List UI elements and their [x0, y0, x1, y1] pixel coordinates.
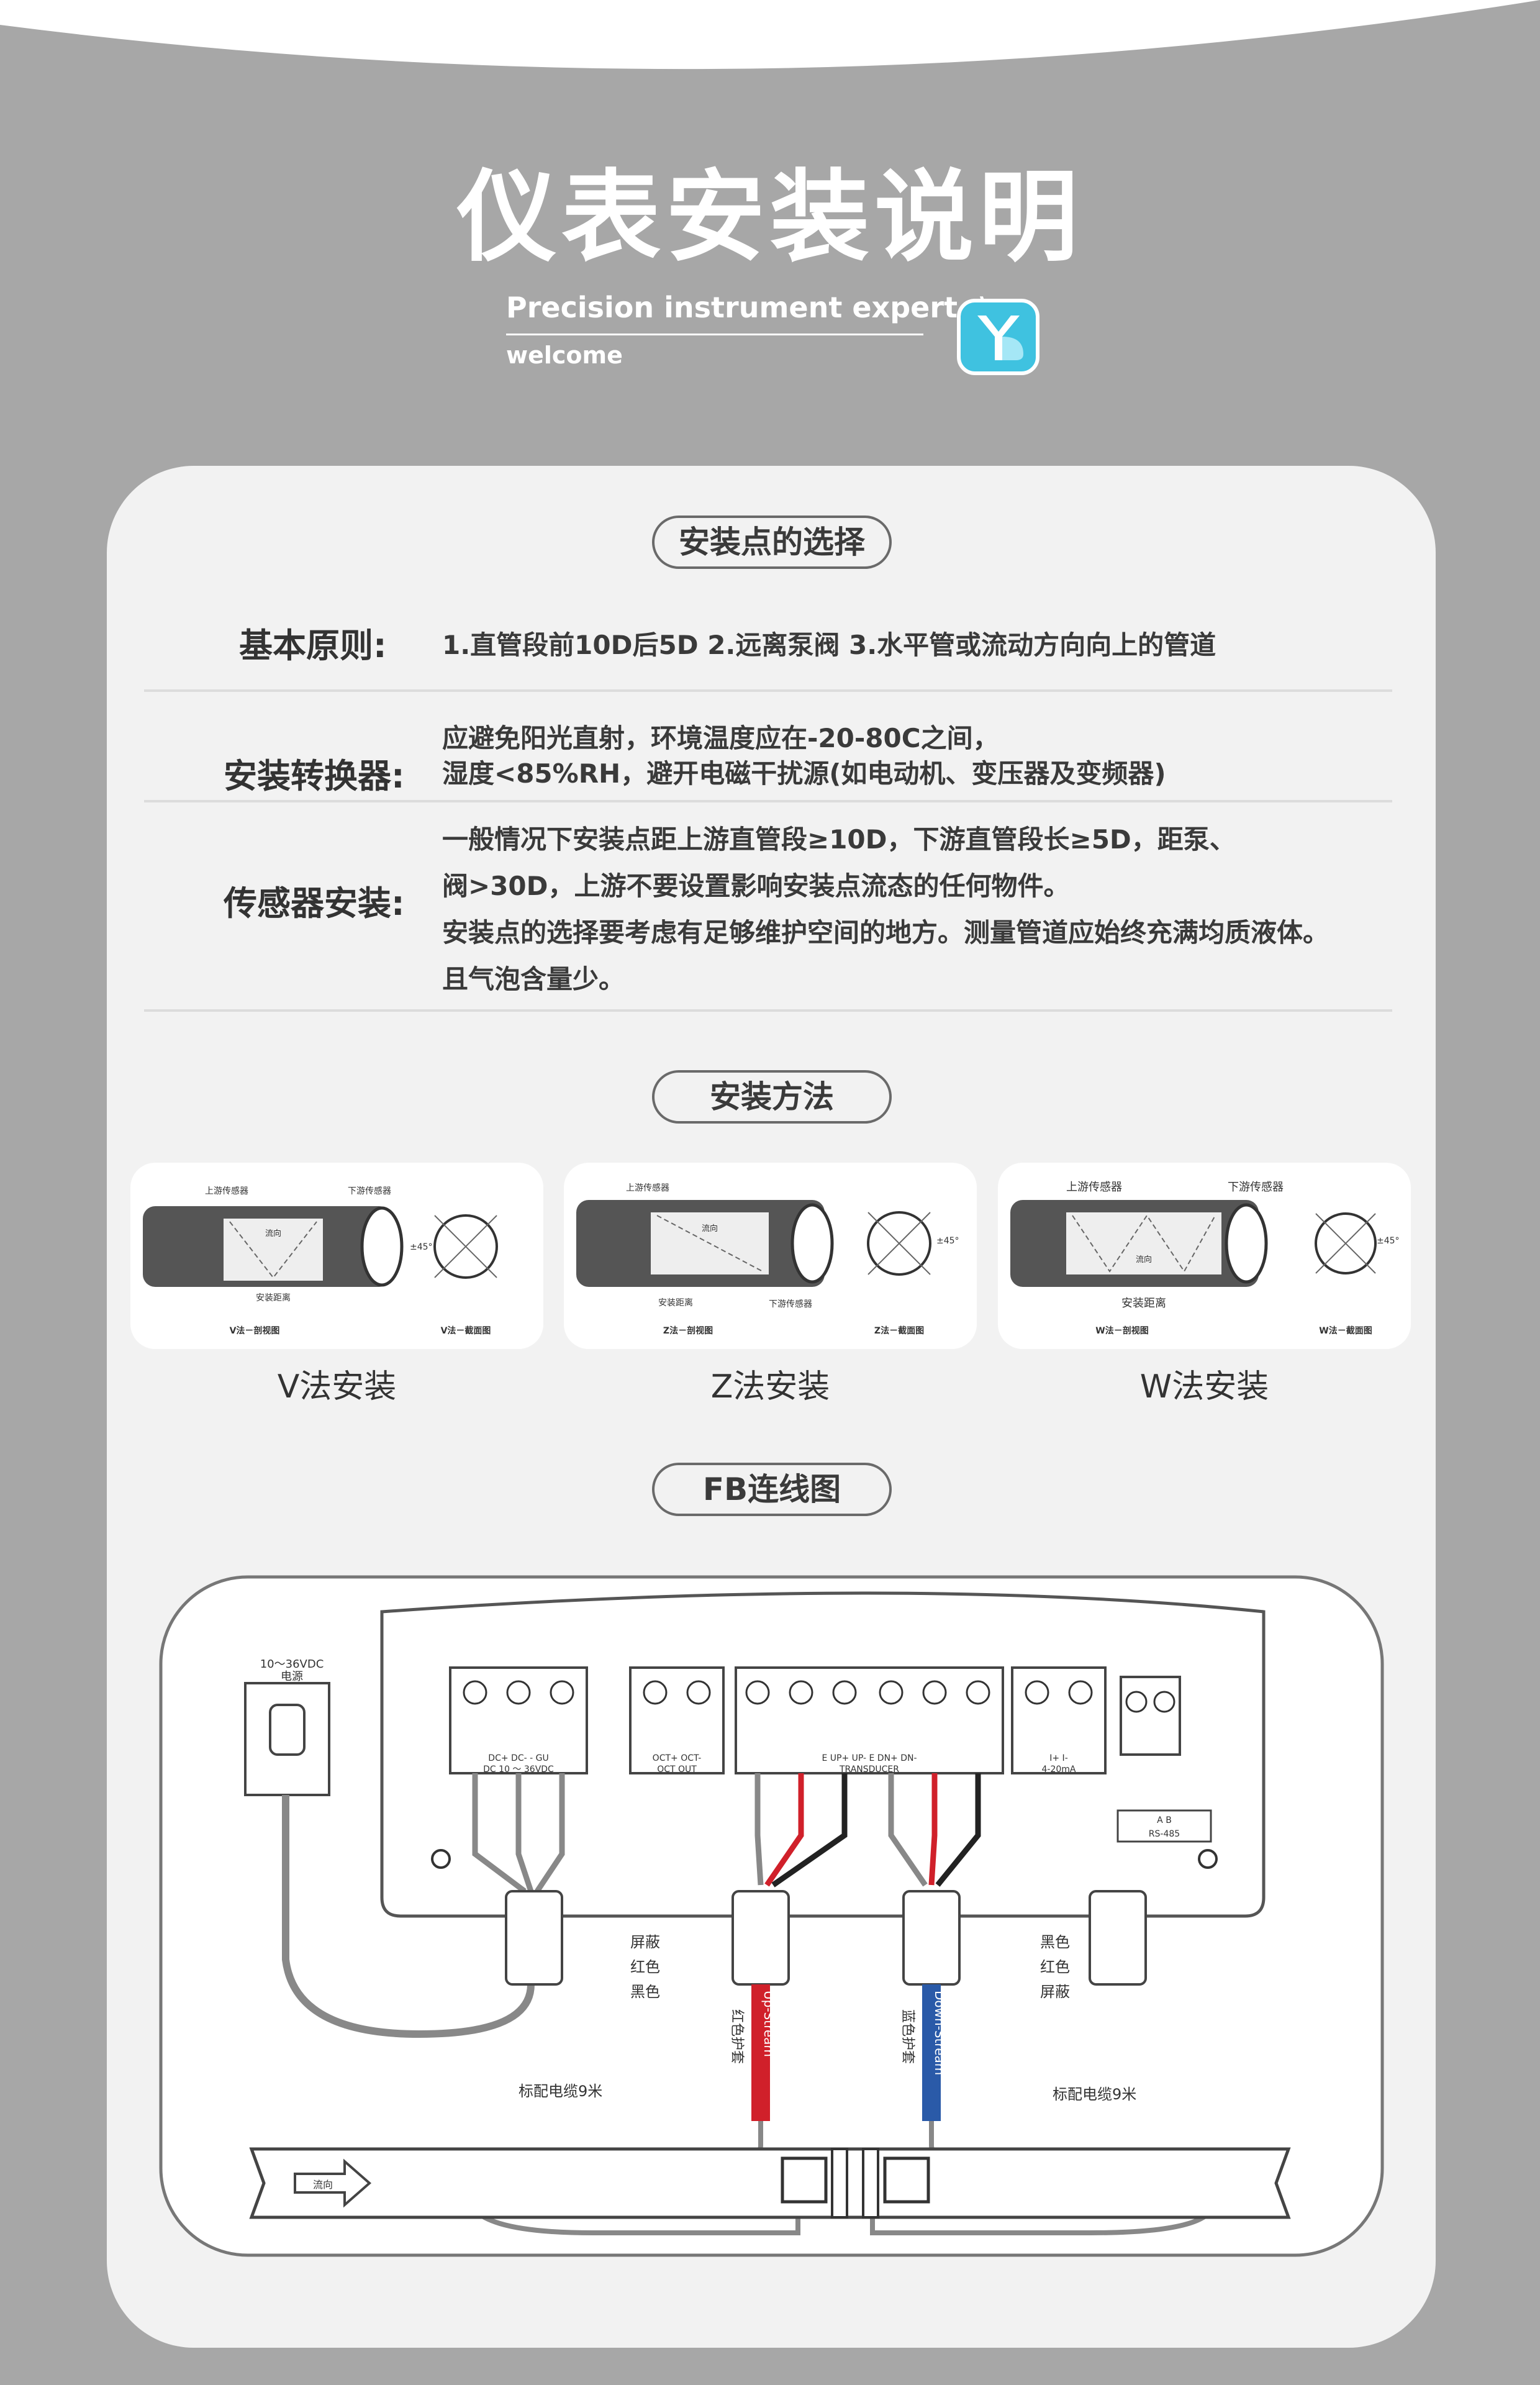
right-wire-label-black: 黑色 — [1040, 1933, 1070, 1951]
end-view-label: W法－截面图 — [1319, 1325, 1372, 1336]
right-wire-label-shield: 屏蔽 — [1040, 1983, 1070, 2001]
left-wire-label-black: 黑色 — [630, 1983, 660, 2001]
z-method-caption: Z法安装 — [710, 1368, 830, 1406]
spacing-label: 安装距离 — [1121, 1297, 1166, 1310]
divider — [144, 800, 1392, 802]
transducer-pins: E UP+ UP- E DN+ DN- — [822, 1753, 917, 1763]
v-method-caption: V法安装 — [277, 1368, 397, 1406]
left-wire-label-shield: 屏蔽 — [630, 1933, 660, 1951]
welcome-text: welcome — [506, 342, 623, 369]
side-view-label: Z法－剖视图 — [663, 1325, 713, 1336]
wiring-diagram: 10～36VDC 电源 DC+ DC- - GU DC 10 ～ 36VDC O… — [159, 1575, 1384, 2257]
section-heading-method: 安装方法 — [652, 1070, 892, 1124]
flow-label: 流向 — [1136, 1255, 1152, 1265]
page-title: 仪表安装说明 — [456, 159, 1083, 275]
row-text-converter-1: 应避免阳光直射，环境温度应在-20-80C之间， — [442, 723, 999, 753]
end-view-label: Z法－截面图 — [874, 1325, 924, 1336]
down-sensor-label: 下游传感器 — [1228, 1181, 1284, 1194]
up-sensor-label: 上游传感器 — [1066, 1181, 1122, 1194]
cable-left-label: 标配电缆9米 — [519, 2083, 602, 2100]
current-label: 4-20mA — [1042, 1765, 1076, 1774]
flow-label: 流向 — [702, 1224, 718, 1233]
cable-right-label: 标配电缆9米 — [1053, 2086, 1136, 2103]
section-heading-selection: 安装点的选择 — [652, 516, 892, 569]
end-view-label: V法－截面图 — [441, 1325, 491, 1336]
flow-label: 流向 — [265, 1229, 281, 1238]
up-sensor-label: 上游传感器 — [626, 1183, 669, 1193]
side-view-label: W法－剖视图 — [1095, 1325, 1148, 1336]
right-wire-label-red: 红色 — [1040, 1958, 1070, 1976]
rs485-pins: A B — [1157, 1815, 1172, 1825]
w-method-diagram: 上游传感器 下游传感器 流向 安装距离 ±45° W法－剖视图 W法－截面图 — [998, 1163, 1411, 1349]
up-sensor-label: 上游传感器 — [205, 1186, 248, 1196]
down-stream-label: Down-Stream — [932, 1991, 947, 2075]
divider — [144, 1009, 1392, 1012]
down-sleeve-label: 蓝色护套 — [900, 2009, 915, 2064]
left-wire-label-red: 红色 — [630, 1958, 660, 1976]
down-sensor-label: 下游传感器 — [769, 1299, 812, 1309]
current-pins: I+ I- — [1049, 1753, 1068, 1763]
row-label-converter: 安装转换器: — [224, 756, 405, 796]
spacing-label: 安装距离 — [658, 1297, 693, 1308]
rs485-label: RS-485 — [1149, 1829, 1180, 1839]
row-label-sensor: 传感器安装: — [224, 884, 405, 923]
row-text-sensor-4: 且气泡含量少。 — [442, 964, 625, 994]
row-text-principle: 1.直管段前10D后5D 2.远离泵阀 3.水平管或流动方向向上的管道 — [442, 630, 1216, 660]
v-method-diagram: 上游传感器 下游传感器 安装距离 流向 ±45° V法－剖视图 V法－截面图 — [130, 1163, 543, 1349]
power-label-1: 10～36VDC — [260, 1658, 324, 1671]
power-pins: DC+ DC- - GU — [488, 1753, 548, 1763]
subtitle-divider — [506, 334, 923, 335]
up-stream-label: Up-Stream — [761, 1991, 776, 2057]
subtitle: Precision instrument expert \ — [506, 291, 990, 324]
divider — [144, 689, 1392, 692]
row-label-principle: 基本原则: — [239, 626, 387, 665]
angle-label: ±45° — [1377, 1236, 1400, 1246]
w-method-caption: W法安装 — [1139, 1368, 1269, 1406]
side-view-label: V法－剖视图 — [230, 1325, 280, 1336]
up-sleeve-label: 红色护套 — [729, 2009, 745, 2064]
transducer-label: TRANSDUCER — [839, 1765, 899, 1774]
y-logo-icon — [957, 299, 1040, 375]
power-terminal-label: DC 10 ～ 36VDC — [483, 1765, 554, 1774]
angle-label: ±45° — [936, 1236, 959, 1246]
subtitle-text: Precision instrument expert — [506, 291, 958, 324]
header-curve — [0, 0, 1540, 70]
power-label-2: 电源 — [281, 1670, 303, 1683]
row-text-sensor-1: 一般情况下安装点距上游直管段≥10D，下游直管段长≥5D，距泵、 — [442, 824, 1236, 855]
angle-label: ±45° — [410, 1242, 433, 1252]
down-sensor-label: 下游传感器 — [348, 1186, 391, 1196]
oct-pins: OCT+ OCT- — [653, 1753, 702, 1763]
oct-label: OCT OUT — [657, 1765, 697, 1774]
row-text-sensor-2: 阀>30D，上游不要设置影响安装点流态的任何物件。 — [442, 871, 1070, 901]
row-text-sensor-3: 安装点的选择要考虑有足够维护空间的地方。测量管道应始终充满均质液体。 — [442, 917, 1329, 948]
spacing-label: 安装距离 — [256, 1292, 291, 1303]
z-method-diagram: 上游传感器 流向 安装距离 下游传感器 ±45° Z法－剖视图 Z法－截面图 — [564, 1163, 977, 1349]
section-heading-wiring: FB连线图 — [652, 1463, 892, 1516]
flow-direction-label: 流向 — [313, 2179, 333, 2191]
row-text-converter-2: 湿度<85%RH，避开电磁干扰源(如电动机、变压器及变频器) — [442, 758, 1166, 789]
